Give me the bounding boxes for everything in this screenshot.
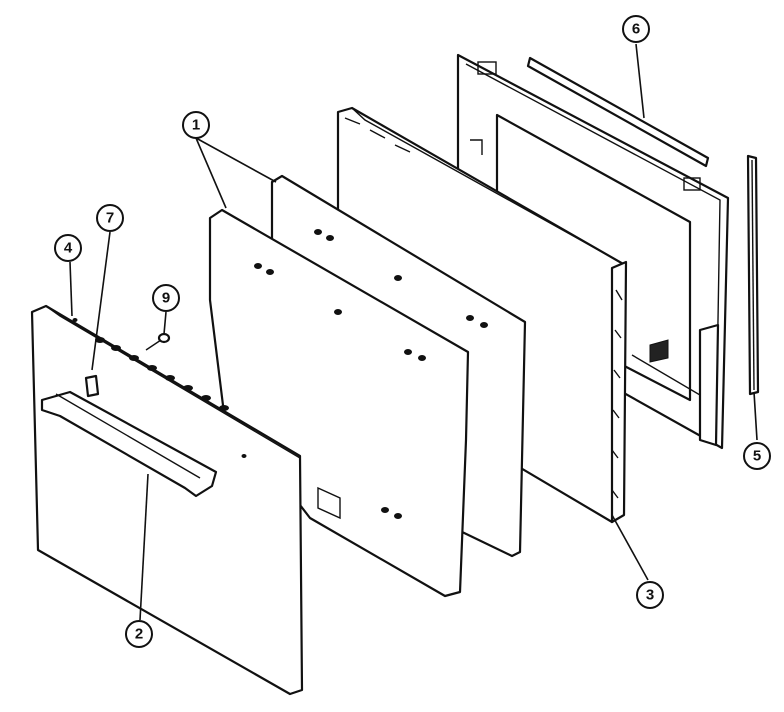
callout-9-label: 9: [162, 290, 170, 307]
callout-5: 5: [743, 442, 771, 470]
callout-2: 2: [125, 620, 153, 648]
callout-7-label: 7: [106, 210, 114, 227]
side-trim-strip: [746, 154, 760, 396]
callout-1-label: 1: [192, 117, 200, 134]
callout-3-label: 3: [646, 587, 654, 604]
leader-lines: [69, 43, 758, 621]
callout-7: 7: [96, 204, 124, 232]
callout-1: 1: [182, 111, 210, 139]
top-trim-strip: [526, 56, 710, 168]
door-handle: [40, 390, 218, 498]
screw: [145, 332, 171, 351]
callout-5-label: 5: [753, 448, 761, 465]
callout-3: 3: [636, 581, 664, 609]
callout-6-label: 6: [632, 21, 640, 38]
callout-9: 9: [152, 284, 180, 312]
callout-2-label: 2: [135, 626, 143, 643]
callout-4-label: 4: [64, 240, 73, 257]
callout-6: 6: [622, 15, 650, 43]
outer-door-panel: [30, 304, 304, 696]
door-clip: [84, 374, 100, 398]
callout-4: 4: [54, 234, 82, 262]
